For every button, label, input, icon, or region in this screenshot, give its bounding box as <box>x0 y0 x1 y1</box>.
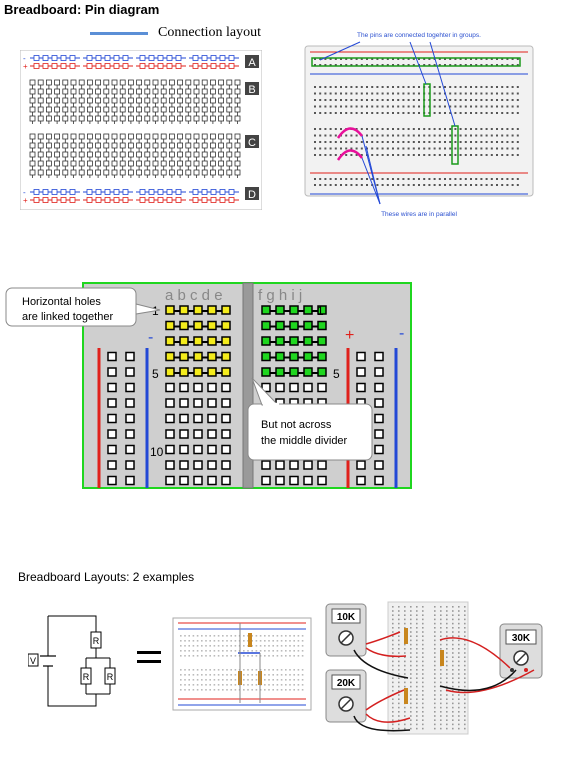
pin-diagram: -+ -+ A B C D <box>20 50 262 210</box>
row-5-right: 5 <box>333 367 340 381</box>
callout-1-line-2: are linked together <box>22 311 113 323</box>
callout-1-box <box>5 287 137 327</box>
row-label-c: C <box>248 137 256 149</box>
meter-30k-value: 30K <box>512 633 531 644</box>
resistor-left-label: R <box>83 672 90 682</box>
svg-text:-: - <box>23 54 26 63</box>
label-c-box <box>245 135 259 148</box>
voltage-label: V <box>30 656 36 666</box>
label-a-box <box>245 55 259 68</box>
terminal-strips <box>29 79 241 178</box>
row-label-b: B <box>248 84 255 96</box>
meter-20k: 20K <box>325 669 367 723</box>
wire-1 <box>336 127 363 139</box>
svg-text:+: + <box>23 196 28 205</box>
top-power-rails: -+ <box>23 54 239 71</box>
minus-sign-left: - <box>148 329 153 346</box>
photo-bottom-caption: These wires are in parallel <box>381 211 457 218</box>
label-d-box <box>245 187 259 200</box>
wire-2 <box>336 149 363 161</box>
page-title: Breadboard: Pin diagram <box>4 2 160 17</box>
meter-10k-value: 10K <box>337 612 356 623</box>
plus-sign: + <box>345 327 354 344</box>
layout-breadboard <box>172 617 312 711</box>
meter-layout: 10K 20K 30K <box>325 601 543 735</box>
resistor-right-label: R <box>107 672 114 682</box>
meter-10k: 10K <box>325 603 367 657</box>
meter-20k-value: 20K <box>337 678 356 689</box>
meter-30k: 30K <box>499 623 543 679</box>
photo-holes <box>314 58 519 186</box>
row-1-right: 1 <box>317 304 324 318</box>
row-label-d: D <box>248 189 256 201</box>
equals-sign <box>137 651 161 663</box>
middle-divider <box>242 282 254 489</box>
bottom-power-rails: -+ <box>23 188 239 205</box>
photo-top-caption: The pins are connected togehter in group… <box>357 32 481 39</box>
minus-sign-right: - <box>399 325 404 342</box>
legend-label: Connection layout <box>158 25 262 40</box>
svg-text:-: - <box>23 188 26 197</box>
col-label-left: a b c d e <box>165 287 223 304</box>
legend-line <box>90 32 148 35</box>
layouts-title: Breadboard Layouts: 2 examples <box>18 570 195 584</box>
row-10-left: 10 <box>150 445 164 459</box>
row-5-left: 5 <box>152 367 159 381</box>
breadboard-photo: The pins are connected togehter in group… <box>304 32 534 218</box>
col-label-right: f g h i j <box>258 287 302 304</box>
resistor-top-label: R <box>93 636 100 646</box>
svg-text:+: + <box>23 62 28 71</box>
column-group-highlight-1 <box>423 83 431 117</box>
callout-2-line-1: But not across <box>261 419 332 431</box>
row-label-a: A <box>248 57 256 69</box>
label-b-box <box>245 82 259 95</box>
callout-2-line-2: the middle divider <box>261 435 348 447</box>
callout-1-line-1: Horizontal holes <box>22 296 101 308</box>
callout-2-box <box>247 403 373 461</box>
breadboard-closeup: a b c d e f g h i j 1 1 5 5 10 + - - Hor… <box>5 282 412 489</box>
circuit-schematic: R R R V <box>28 615 116 707</box>
